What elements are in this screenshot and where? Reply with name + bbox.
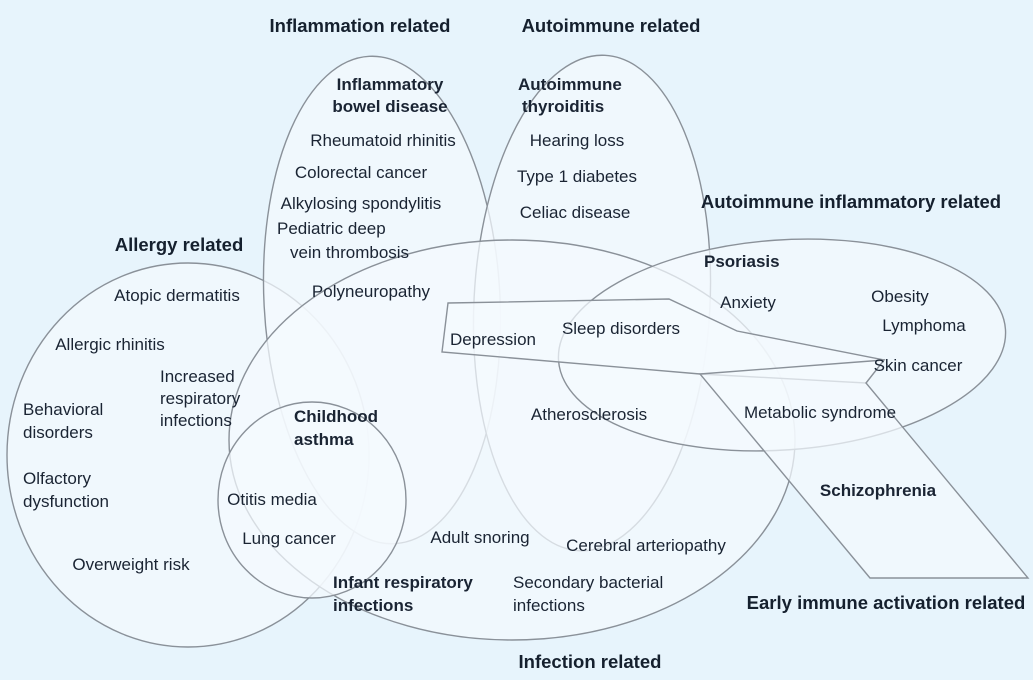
- condition-item: Olfactory: [23, 469, 92, 488]
- group-label-inflammation: Inflammation related: [270, 15, 451, 36]
- condition-item: Psoriasis: [704, 252, 780, 271]
- condition-item: asthma: [294, 430, 354, 449]
- condition-item: bowel disease: [332, 97, 447, 116]
- condition-item: Type 1 diabetes: [517, 167, 637, 186]
- condition-item: Anxiety: [720, 293, 776, 312]
- condition-item: Depression: [450, 330, 536, 349]
- condition-item: respiratory: [160, 389, 241, 408]
- condition-item: infections: [513, 596, 585, 615]
- condition-item: disorders: [23, 423, 93, 442]
- condition-item: Celiac disease: [520, 203, 631, 222]
- group-label-autoimmune-inflammatory: Autoimmune inflammatory related: [701, 191, 1001, 212]
- condition-item: Behavioral: [23, 400, 103, 419]
- condition-item: Sleep disorders: [562, 319, 680, 338]
- condition-item: infections: [160, 411, 232, 430]
- condition-item: Increased: [160, 367, 235, 386]
- condition-item: thyroiditis: [522, 97, 604, 116]
- condition-item: Allergic rhinitis: [55, 335, 165, 354]
- condition-item: Childhood: [294, 407, 378, 426]
- condition-item: Cerebral arteriopathy: [566, 536, 726, 555]
- condition-item: Skin cancer: [874, 356, 963, 375]
- condition-item: Metabolic syndrome: [744, 403, 896, 422]
- condition-item: Alkylosing spondylitis: [281, 194, 442, 213]
- condition-item: Secondary bacterial: [513, 573, 663, 592]
- condition-item: vein thrombosis: [290, 243, 409, 262]
- condition-item: Adult snoring: [430, 528, 529, 547]
- condition-item: Obesity: [871, 287, 929, 306]
- group-label-infection: Infection related: [519, 651, 662, 672]
- group-label-allergy: Allergy related: [115, 234, 244, 255]
- condition-item: infections: [333, 596, 413, 615]
- set-childhood-asthma-shape: [217, 401, 407, 599]
- condition-item: Otitis media: [227, 490, 317, 509]
- condition-item: Atherosclerosis: [531, 405, 647, 424]
- condition-item: Autoimmune: [518, 75, 622, 94]
- condition-item: Lymphoma: [882, 316, 966, 335]
- condition-item: Atopic dermatitis: [114, 286, 240, 305]
- condition-item: Pediatric deep: [277, 219, 386, 238]
- condition-item: Schizophrenia: [820, 481, 937, 500]
- condition-item: Inflammatory: [337, 75, 444, 94]
- condition-item: Lung cancer: [242, 529, 336, 548]
- set-early-immune-shape: [698, 359, 1030, 579]
- condition-item: Rheumatoid rhinitis: [310, 131, 456, 150]
- group-label-early-immune: Early immune activation related: [747, 592, 1026, 613]
- condition-item: Overweight risk: [72, 555, 190, 574]
- condition-item: Infant respiratory: [333, 573, 473, 592]
- condition-item: Colorectal cancer: [295, 163, 428, 182]
- group-label-autoimmune: Autoimmune related: [522, 15, 701, 36]
- condition-item: Polyneuropathy: [312, 282, 431, 301]
- condition-item: dysfunction: [23, 492, 109, 511]
- condition-item: Hearing loss: [530, 131, 625, 150]
